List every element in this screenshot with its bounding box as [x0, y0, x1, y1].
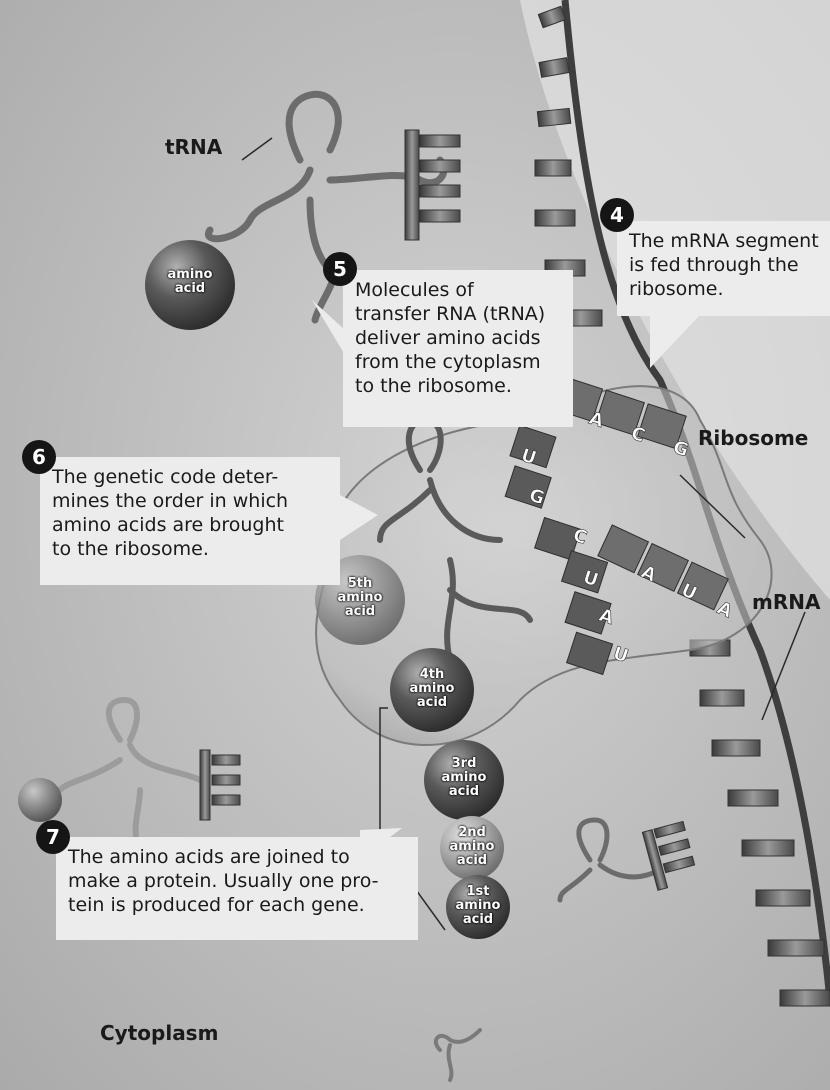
step-5-line-3: deliver amino acids: [355, 326, 561, 350]
amino-acid-4th-label: 4th amino acid: [402, 668, 462, 710]
amino-acid-bottom-left-ball: [18, 778, 62, 822]
step-6-line-3: amino acids are brought: [52, 513, 328, 537]
step-7-line-3: tein is produced for each gene.: [68, 893, 406, 917]
step-5-line-4: from the cytoplasm: [355, 350, 561, 374]
step-5-line-2: transfer RNA (tRNA): [355, 302, 561, 326]
step-5-line-5: to the ribosome.: [355, 374, 561, 398]
cytoplasm-label: Cytoplasm: [100, 1021, 218, 1045]
ribosome-label: Ribosome: [698, 426, 808, 450]
amino-acid-3rd-label: 3rd amino acid: [434, 757, 494, 799]
step-7-callout: The amino acids are joined to make a pro…: [56, 837, 418, 940]
amino-acid-2nd-label: 2nd amino acid: [442, 826, 502, 868]
step-5-callout: Molecules of transfer RNA (tRNA) deliver…: [343, 270, 573, 427]
step-7-line-1: The amino acids are joined to: [68, 845, 406, 869]
step-7-line-2: make a protein. Usually one pro-: [68, 869, 406, 893]
step-6-callout: The genetic code deter- mines the order …: [40, 457, 340, 585]
step-6-line-1: The genetic code deter-: [52, 465, 328, 489]
step-4-line-2: is fed through the: [629, 253, 830, 277]
step-6-line-4: to the ribosome.: [52, 537, 328, 561]
amino-acid-5th-label: 5th amino acid: [330, 577, 390, 619]
step-6-badge: 6: [22, 440, 56, 474]
step-4-line-1: The mRNA segment: [629, 229, 830, 253]
mrna-label: mRNA: [752, 590, 820, 614]
step-5-line-1: Molecules of: [355, 278, 561, 302]
step-5-badge: 5: [323, 252, 357, 286]
step-4-badge: 4: [600, 198, 634, 232]
step-4-line-3: ribosome.: [629, 277, 830, 301]
step-7-badge: 7: [36, 820, 70, 854]
step-4-callout: The mRNA segment is fed through the ribo…: [617, 221, 830, 316]
step-6-line-2: mines the order in which: [52, 489, 328, 513]
trna-label: tRNA: [165, 135, 222, 159]
amino-acid-free-label: amino acid: [160, 268, 220, 296]
amino-acid-1st-label: 1st amino acid: [448, 885, 508, 927]
